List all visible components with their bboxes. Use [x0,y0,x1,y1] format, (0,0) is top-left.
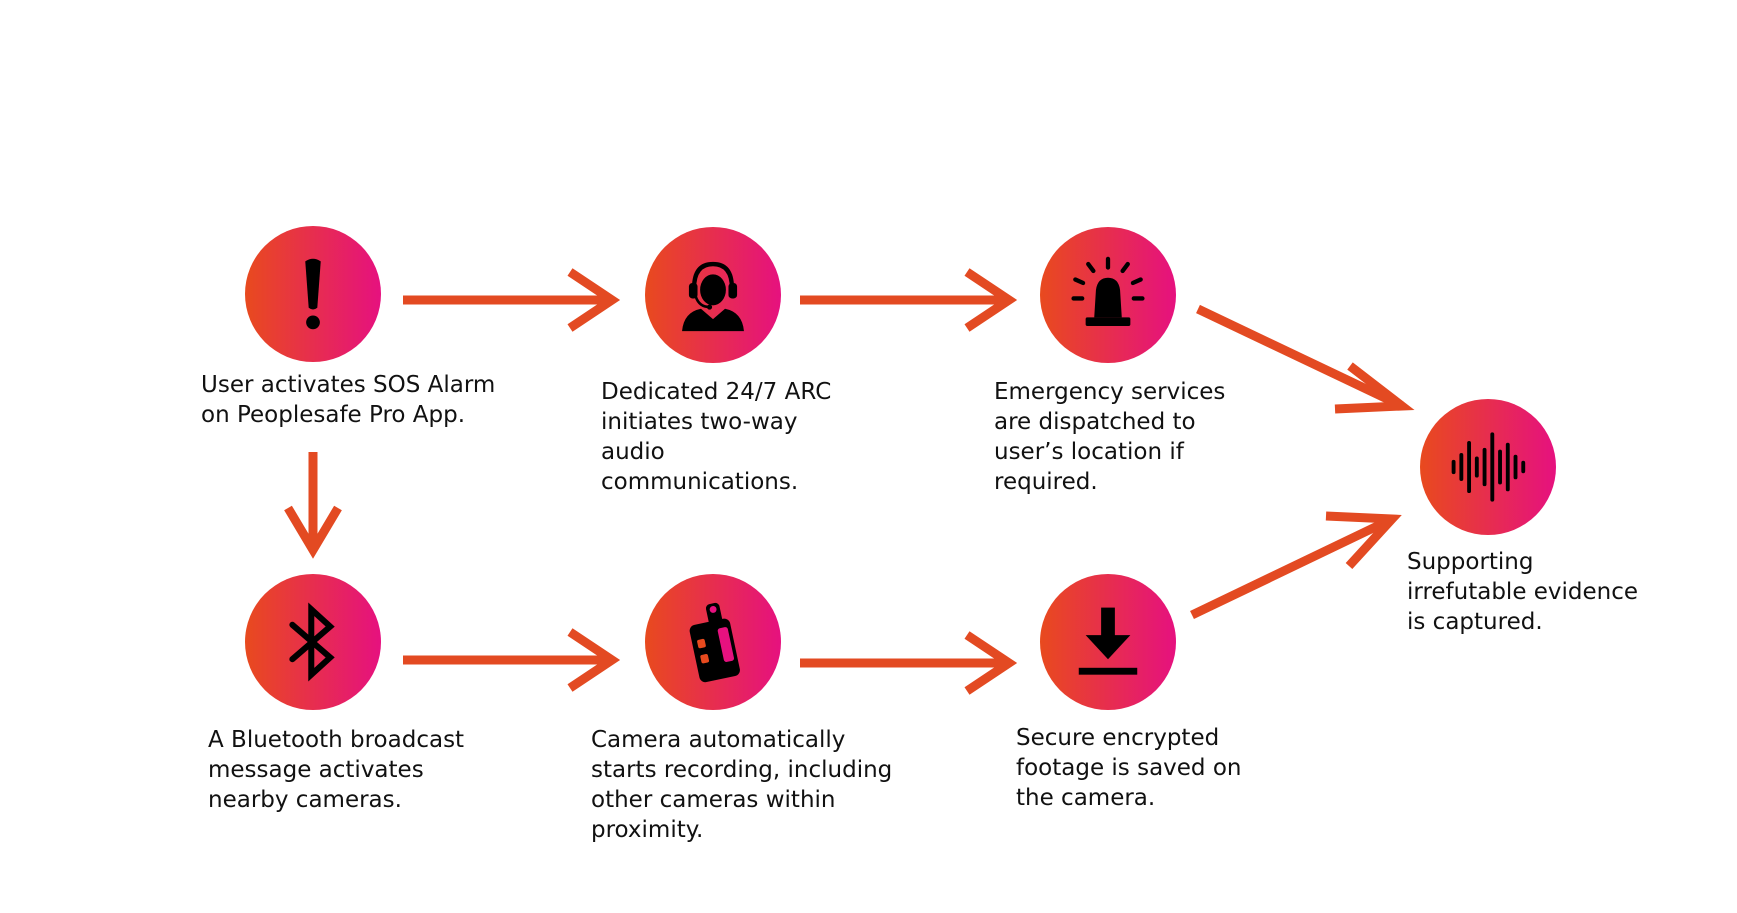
caption-line: Secure encrypted [1016,725,1220,751]
caption-line: starts recording, including [591,757,893,783]
caption-line: Dedicated 24/7 ARC [601,379,832,405]
caption-line: are dispatched to [994,409,1196,435]
step-camera-node [645,574,781,710]
arrow-n1-n2 [403,268,621,332]
caption-line: user’s location if [994,439,1184,465]
caption-line: irrefutable evidence [1407,579,1639,605]
arrow-n3-n7 [1196,304,1415,414]
step-evidence-node [1420,399,1556,535]
caption-line: audio [601,439,665,465]
caption-line: other cameras within [591,787,836,813]
arrow-n5-n6 [800,631,1018,695]
arrow-n6-n7 [1190,511,1402,620]
arrow-n1-n4 [284,452,342,559]
caption-line: A Bluetooth broadcast [208,727,465,753]
caption-line: proximity. [591,817,704,843]
caption-line: Emergency services [994,379,1226,405]
sound-wave-icon [1451,432,1526,502]
caption-line: is captured. [1407,609,1543,635]
step-bluetooth-caption: A Bluetooth broadcast message activates … [208,725,464,815]
arrow-n2-n3 [800,268,1018,332]
caption-line: Supporting [1407,549,1534,575]
step-emergency-node [1040,227,1176,363]
caption-line: Camera automatically [591,727,846,753]
caption-line: on Peoplesafe Pro App. [201,402,466,428]
exclamation-icon [305,258,321,330]
headset-operator-icon [682,261,744,332]
arrow-n4-n5 [403,628,621,692]
caption-line: the camera. [1016,785,1156,811]
body-camera-icon [689,602,740,683]
step-sos-alarm-node [245,226,381,362]
caption-line: footage is saved on [1016,755,1242,781]
bluetooth-icon [289,602,335,682]
step-bluetooth-node [245,574,381,710]
caption-line: User activates SOS Alarm [201,372,496,398]
caption-line: required. [994,469,1098,495]
step-emergency-caption: Emergency services are dispatched to use… [994,377,1225,497]
step-evidence-caption: Supporting irrefutable evidence is captu… [1407,547,1638,637]
step-sos-alarm-caption: User activates SOS Alarm on Peoplesafe P… [201,370,495,430]
caption-line: nearby cameras. [208,787,402,813]
step-secure-footage-caption: Secure encrypted footage is saved on the… [1016,723,1242,813]
step-secure-footage-node [1040,574,1176,710]
caption-line: message activates [208,757,424,783]
download-icon [1078,607,1138,675]
step-arc-node [645,227,781,363]
step-arc-caption: Dedicated 24/7 ARC initiates two-way aud… [601,377,831,497]
caption-line: communications. [601,469,799,495]
step-camera-caption: Camera automatically starts recording, i… [591,725,892,845]
caption-line: initiates two-way [601,409,798,435]
siren-light-icon [1071,256,1145,326]
